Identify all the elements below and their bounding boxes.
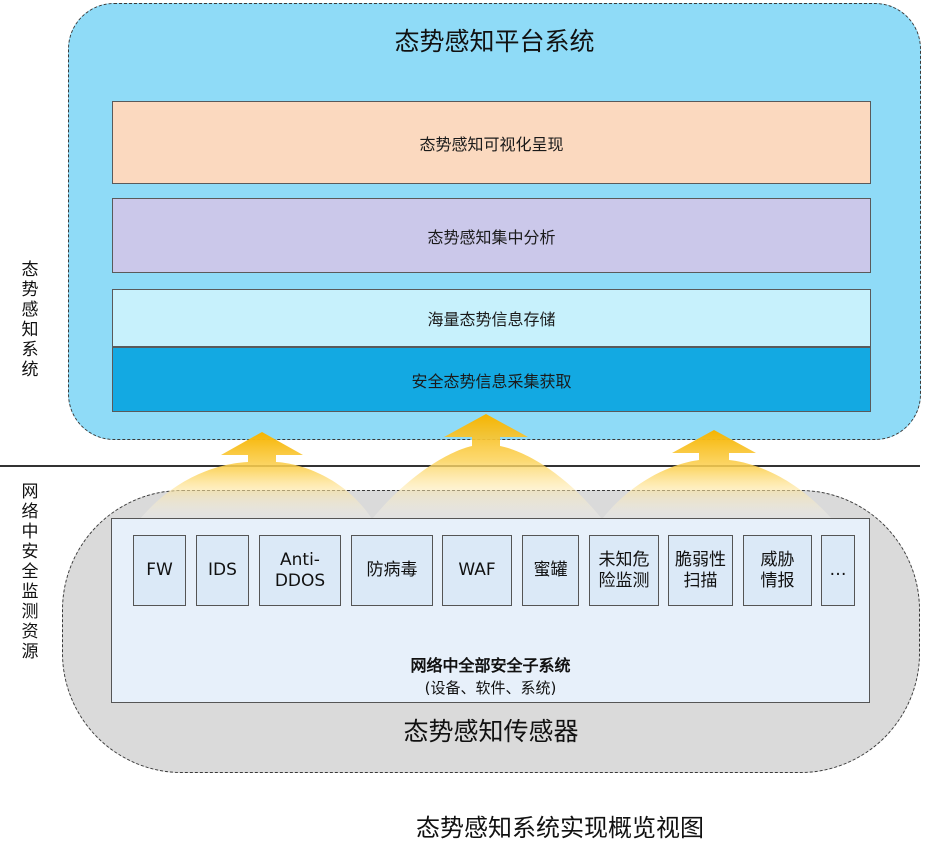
item-ids: IDS <box>196 535 249 606</box>
side-label-monitoring-resources: 网络中安全监测资源 <box>21 482 39 662</box>
item-anti-ddos: Anti- DDOS <box>259 535 341 606</box>
side-label-system: 态势感知系统 <box>21 260 39 380</box>
layer-storage: 海量态势信息存储 <box>112 289 871 347</box>
platform-title: 态势感知平台系统 <box>394 27 595 56</box>
subsystem-title: 网络中全部安全子系统 <box>410 656 571 675</box>
item-unknown-threat-monitoring: 未知危 险监测 <box>589 535 659 606</box>
layer-visualization: 态势感知可视化呈现 <box>112 101 871 184</box>
arrow-left <box>140 432 372 519</box>
subsystem-subtitle: (设备、软件、系统) <box>424 679 557 697</box>
arrow-center <box>372 414 602 519</box>
item-threat-intelligence: 威胁 情报 <box>743 535 812 606</box>
item-antivirus: 防病毒 <box>351 535 433 606</box>
item-fw: FW <box>133 535 186 606</box>
layer-collection: 安全态势信息采集获取 <box>112 347 871 412</box>
figure-caption: 态势感知系统实现概览视图 <box>416 814 704 842</box>
item-honeypot: 蜜罐 <box>522 535 579 606</box>
sensor-title: 态势感知传感器 <box>403 717 579 746</box>
item-waf: WAF <box>442 535 512 606</box>
item-more: … <box>821 535 855 606</box>
item-vulnerability-scan: 脆弱性 扫描 <box>668 535 733 606</box>
layer-analysis: 态势感知集中分析 <box>112 198 871 273</box>
arrow-right <box>602 430 832 519</box>
